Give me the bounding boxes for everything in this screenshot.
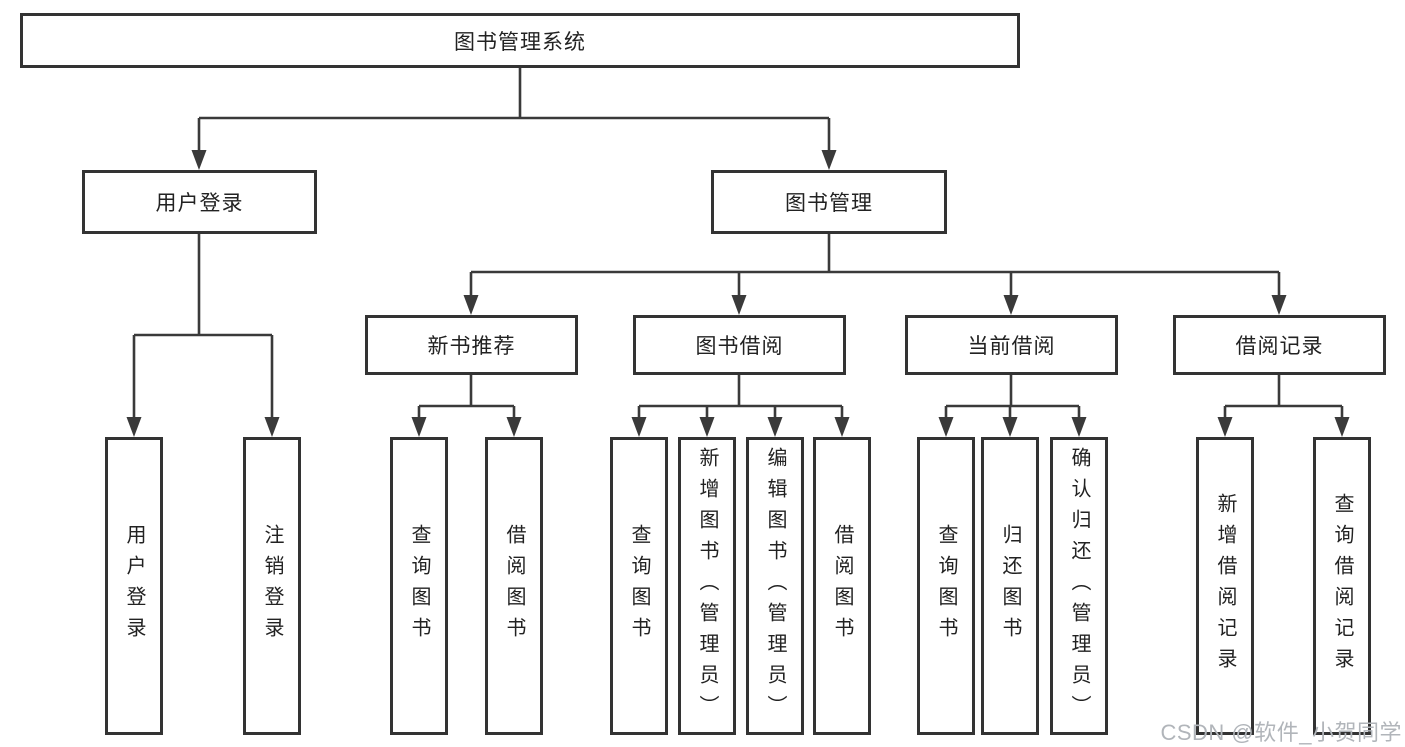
leaf-label: 新增图书（管理员） — [696, 446, 718, 726]
leaf-label: 查询图书 — [935, 524, 957, 648]
leaf-label: 新增借阅记录 — [1214, 493, 1236, 679]
csdn-watermark: CSDN @软件_小贺同学 — [1160, 720, 1402, 745]
leaf-current-query-books: 查询图书 — [917, 437, 975, 735]
node-book-management: 图书管理 — [711, 170, 947, 234]
leaf-borrow-query-books: 查询图书 — [610, 437, 668, 735]
leaf-label: 注销登录 — [261, 524, 283, 648]
leaf-borrow-edit-books-admin: 编辑图书（管理员） — [746, 437, 804, 735]
node-root: 图书管理系统 — [20, 13, 1020, 68]
node-book-borrow: 图书借阅 — [633, 315, 846, 375]
node-current-borrow: 当前借阅 — [905, 315, 1118, 375]
leaf-label: 借阅图书 — [503, 524, 525, 648]
leaf-current-return-books: 归还图书 — [981, 437, 1039, 735]
leaf-borrow-borrow-books: 借阅图书 — [813, 437, 871, 735]
leaf-label: 编辑图书（管理员） — [764, 446, 786, 726]
leaf-newbook-query-books: 查询图书 — [390, 437, 448, 735]
leaf-logout: 注销登录 — [243, 437, 301, 735]
connector-path — [132, 68, 1344, 421]
leaf-label: 查询借阅记录 — [1331, 493, 1353, 679]
leaf-label: 确认归还（管理员） — [1068, 446, 1090, 726]
leaf-records-add-record: 新增借阅记录 — [1196, 437, 1254, 735]
leaf-label: 归还图书 — [999, 524, 1021, 648]
leaf-label: 借阅图书 — [831, 524, 853, 648]
node-borrow-records: 借阅记录 — [1173, 315, 1386, 375]
leaf-label: 查询图书 — [408, 524, 430, 648]
node-new-book-recommend: 新书推荐 — [365, 315, 578, 375]
leaf-newbook-borrow-books: 借阅图书 — [485, 437, 543, 735]
node-user-login: 用户登录 — [82, 170, 317, 234]
leaf-borrow-add-books-admin: 新增图书（管理员） — [678, 437, 736, 735]
leaf-records-query-record: 查询借阅记录 — [1313, 437, 1371, 735]
leaf-current-confirm-return-admin: 确认归还（管理员） — [1050, 437, 1108, 735]
leaf-user-login: 用户登录 — [105, 437, 163, 735]
leaf-label: 用户登录 — [123, 524, 145, 648]
leaf-label: 查询图书 — [628, 524, 650, 648]
